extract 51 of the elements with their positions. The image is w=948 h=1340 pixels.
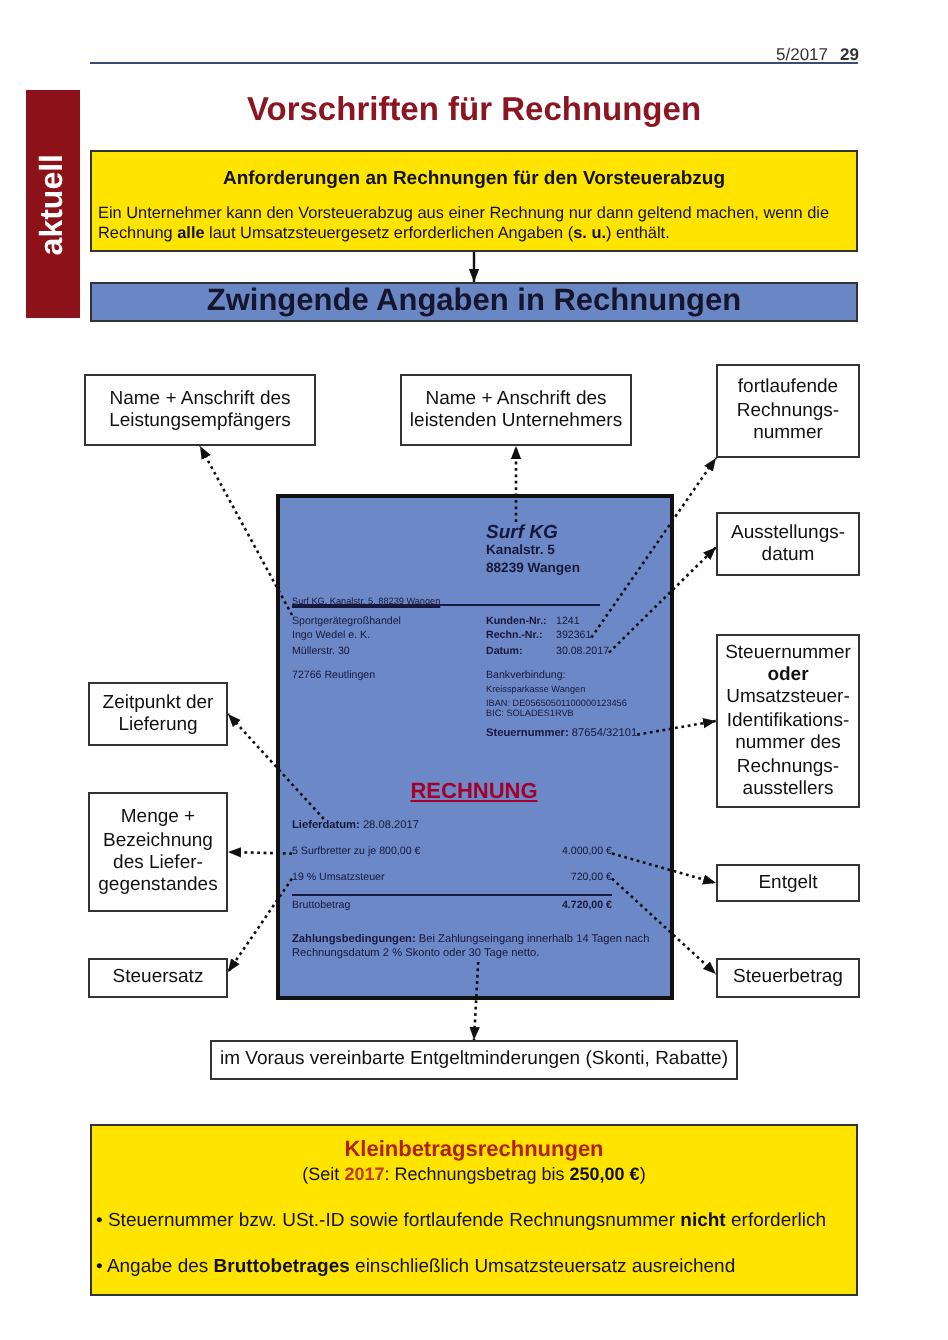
dotted-arrow (611, 852, 717, 885)
callout-text: Name + Anschrift des leistenden Unternehmers (407, 387, 625, 433)
bullet-text: • Steuernummer bzw. USt.-ID sowie fortlaufende Rechnungsnummer nicht erforderlich (96, 1210, 827, 1232)
callout-text: Entgelt (758, 871, 818, 895)
invoice-heading: RECHNUNG (410, 779, 538, 805)
info-box (90, 1124, 858, 1296)
box-heading: Anforderungen an Rechnungen für den Vorsteuerabzug (222, 168, 726, 190)
callout-text: Steuerbetrag (733, 966, 843, 990)
callout-text: fortlaufende Rechnungs-nummer (734, 376, 842, 446)
info-box (90, 150, 858, 252)
arrow (468, 252, 480, 282)
page-number: 29 (840, 44, 859, 64)
callout-box (716, 512, 860, 576)
callout-text: Steuernummer oder Umsatzsteuer-Identifikations-nummer des Rechnungs-ausstellers (723, 641, 853, 801)
callout-text: im Voraus vereinbarte Entgeltminderungen (Skonti, Rabatte) (220, 1048, 728, 1072)
callout-box (84, 374, 316, 446)
dotted-arrow (469, 961, 480, 1041)
box-text: Ein Unternehmer kann den Vorsteuerabzug aus einer Rechnung nur dann geltend machen, wenn die Rechnung alle laut Umsatzsteuergesetz erforderlichen Angaben (s. u.) enthält. (98, 204, 831, 242)
dotted-arrow (637, 718, 717, 736)
company-name: Surf KG (486, 522, 560, 544)
callout-box (88, 958, 228, 998)
dotted-arrow (226, 877, 294, 973)
issue-number: 5/2017 (776, 44, 828, 64)
section-label: aktuell (35, 153, 71, 255)
callout-box (210, 1040, 738, 1080)
bullet-text: • Angabe des Bruttobetrages einschließlich Umsatzsteuersatz ausreichend (96, 1256, 736, 1278)
callout-box (716, 864, 860, 902)
callout-text: Ausstellungs-datum (728, 521, 848, 567)
dotted-arrow (198, 445, 294, 616)
dotted-arrow (611, 877, 717, 975)
heading-band (90, 282, 858, 322)
callout-box (88, 792, 228, 912)
dotted-arrow (227, 713, 325, 820)
dotted-arrow (608, 546, 717, 654)
callout-text: Menge + Bezeichnung des Liefer-gegenstandes (96, 806, 220, 898)
callout-text: Steuersatz (112, 966, 204, 990)
box-subtitle: (Seit 2017: Rechnungsbetrag bis 250,00 €) (302, 1164, 646, 1186)
callout-text: Zeitpunkt der Lieferung (100, 691, 216, 737)
callout-box (400, 374, 632, 446)
band-title: Zwingende Angaben in Rechnungen (206, 284, 742, 320)
page-title: Vorschriften für Rechnungen (246, 90, 702, 130)
dotted-arrow (510, 446, 522, 522)
callout-box (88, 682, 228, 746)
callout-box (716, 364, 860, 458)
invoice-sheet (276, 494, 674, 1000)
section-tab (26, 90, 80, 318)
box-heading: Kleinbetragsrechnungen (344, 1138, 604, 1164)
dotted-arrow (227, 847, 293, 858)
dotted-arrow (590, 457, 718, 639)
callout-text: Name + Anschrift des Leistungsempfängers (107, 387, 293, 433)
callout-box (716, 958, 860, 998)
